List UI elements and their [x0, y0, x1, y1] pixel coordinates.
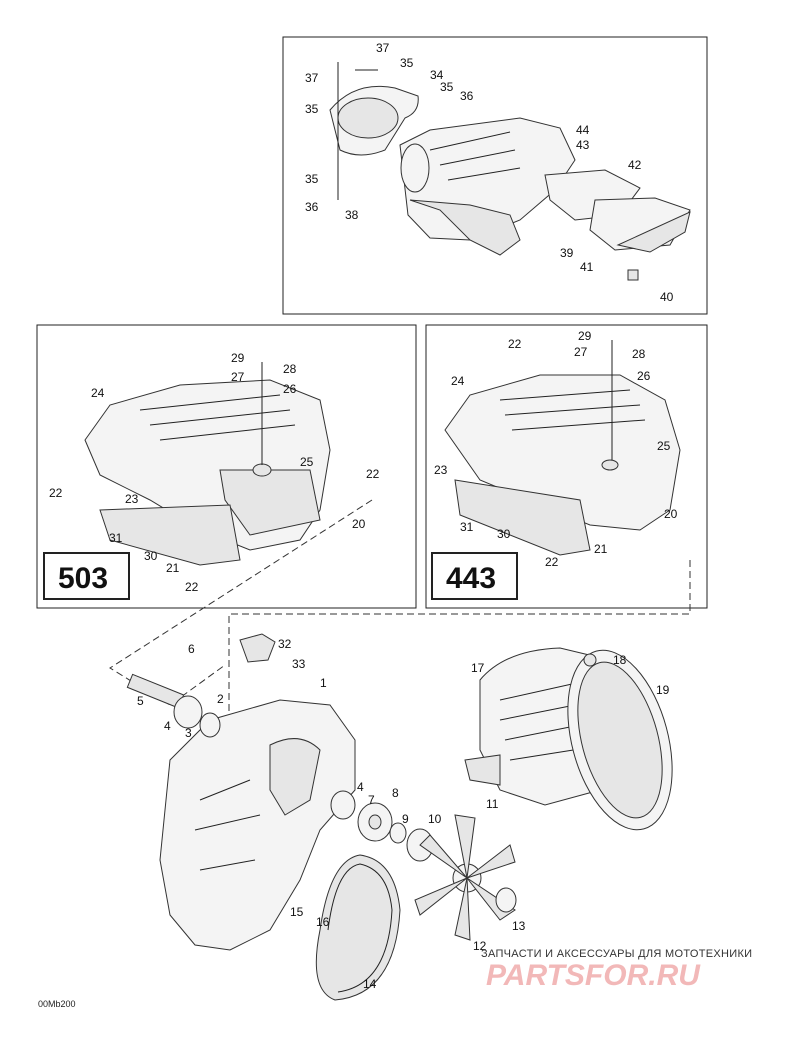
callout-35d: 35 — [305, 172, 319, 186]
callout-35c: 35 — [305, 102, 319, 116]
callout-33: 33 — [292, 657, 306, 671]
box-503-label: 503 — [58, 562, 108, 595]
callout-36b: 36 — [305, 200, 319, 214]
callout-5: 5 — [137, 694, 144, 708]
callout-22d: 22 — [508, 337, 522, 351]
right-callouts: 22 29 27 28 26 24 25 23 31 30 21 22 20 — [434, 329, 678, 569]
watermark-tagline: ЗАПЧАСТИ И АКСЕССУАРЫ ДЛЯ МОТОТЕХНИКИ — [481, 948, 752, 960]
callout-16: 16 — [316, 915, 330, 929]
connector-right — [228, 560, 691, 780]
callout-7: 7 — [368, 793, 375, 807]
callout-32: 32 — [278, 637, 292, 651]
callout-21b: 21 — [594, 542, 608, 556]
callout-23: 23 — [125, 492, 139, 506]
drawing-code: 00Mb200 — [38, 999, 76, 1009]
top-assembly-drawing — [329, 62, 691, 281]
callout-24: 24 — [91, 386, 105, 400]
callout-8: 8 — [392, 786, 399, 800]
callout-29b: 29 — [578, 329, 592, 343]
bottom-assembly-drawing — [126, 633, 673, 1001]
callout-44: 44 — [576, 123, 590, 137]
callout-26: 26 — [283, 382, 297, 396]
callout-6: 6 — [188, 642, 195, 656]
top-assembly-frame — [282, 36, 708, 315]
callout-28b: 28 — [632, 347, 646, 361]
callout-1: 1 — [320, 676, 327, 690]
callout-17: 17 — [471, 661, 485, 675]
callout-37b: 37 — [305, 71, 319, 85]
callout-43: 43 — [576, 138, 590, 152]
callout-3: 3 — [185, 726, 192, 740]
box-443 — [431, 552, 518, 600]
callout-40: 40 — [660, 290, 674, 304]
callout-34: 34 — [430, 68, 444, 82]
callout-35b: 35 — [440, 80, 454, 94]
right-variant-frame — [425, 324, 708, 609]
callout-4: 4 — [164, 719, 171, 733]
callout-18: 18 — [613, 653, 627, 667]
callout-39: 39 — [560, 246, 574, 260]
left-variant-drawing — [84, 362, 331, 566]
callout-22e: 22 — [545, 555, 559, 569]
callout-22b: 22 — [49, 486, 63, 500]
top-callouts: 37 37 35 34 35 36 35 35 36 38 44 43 42 3… — [305, 41, 674, 304]
callout-2: 2 — [217, 692, 224, 706]
callout-19: 19 — [656, 683, 670, 697]
callout-41: 41 — [580, 260, 594, 274]
callout-42: 42 — [628, 158, 642, 172]
callout-37a: 37 — [376, 41, 390, 55]
callout-4b: 4 — [357, 780, 364, 794]
callout-25: 25 — [300, 455, 314, 469]
callout-31b: 31 — [460, 520, 474, 534]
callout-20: 20 — [352, 517, 366, 531]
callout-10: 10 — [428, 812, 442, 826]
bottom-callouts: 6 32 33 5 2 4 3 1 17 18 19 4 7 8 9 10 11… — [137, 637, 670, 991]
callout-21: 21 — [166, 561, 180, 575]
callout-9: 9 — [402, 812, 409, 826]
callout-30: 30 — [144, 549, 158, 563]
left-callouts: 29 28 27 26 24 25 22 22 23 31 30 21 20 2… — [49, 351, 380, 594]
callout-24b: 24 — [451, 374, 465, 388]
box-443-label: 443 — [446, 562, 496, 595]
callout-31: 31 — [109, 531, 123, 545]
watermark-brand: PARTSFOR.RU — [486, 959, 701, 992]
callout-23b: 23 — [434, 463, 448, 477]
box-503 — [43, 552, 130, 600]
callout-29: 29 — [231, 351, 245, 365]
callout-11: 11 — [486, 797, 499, 811]
callout-27b: 27 — [574, 345, 588, 359]
callout-27: 27 — [231, 370, 245, 384]
callout-15: 15 — [290, 905, 304, 919]
callout-28: 28 — [283, 362, 297, 376]
callout-14: 14 — [363, 977, 377, 991]
callout-13: 13 — [512, 919, 526, 933]
callout-12: 12 — [473, 939, 487, 953]
left-variant-frame — [36, 324, 417, 609]
right-variant-drawing — [444, 340, 681, 556]
callout-25b: 25 — [657, 439, 671, 453]
callout-22a: 22 — [366, 467, 380, 481]
callout-30b: 30 — [497, 527, 511, 541]
callout-22c: 22 — [185, 580, 199, 594]
callout-20b: 20 — [664, 507, 678, 521]
callout-35a: 35 — [400, 56, 414, 70]
callout-26b: 26 — [637, 369, 651, 383]
callout-36a: 36 — [460, 89, 474, 103]
callout-38: 38 — [345, 208, 359, 222]
